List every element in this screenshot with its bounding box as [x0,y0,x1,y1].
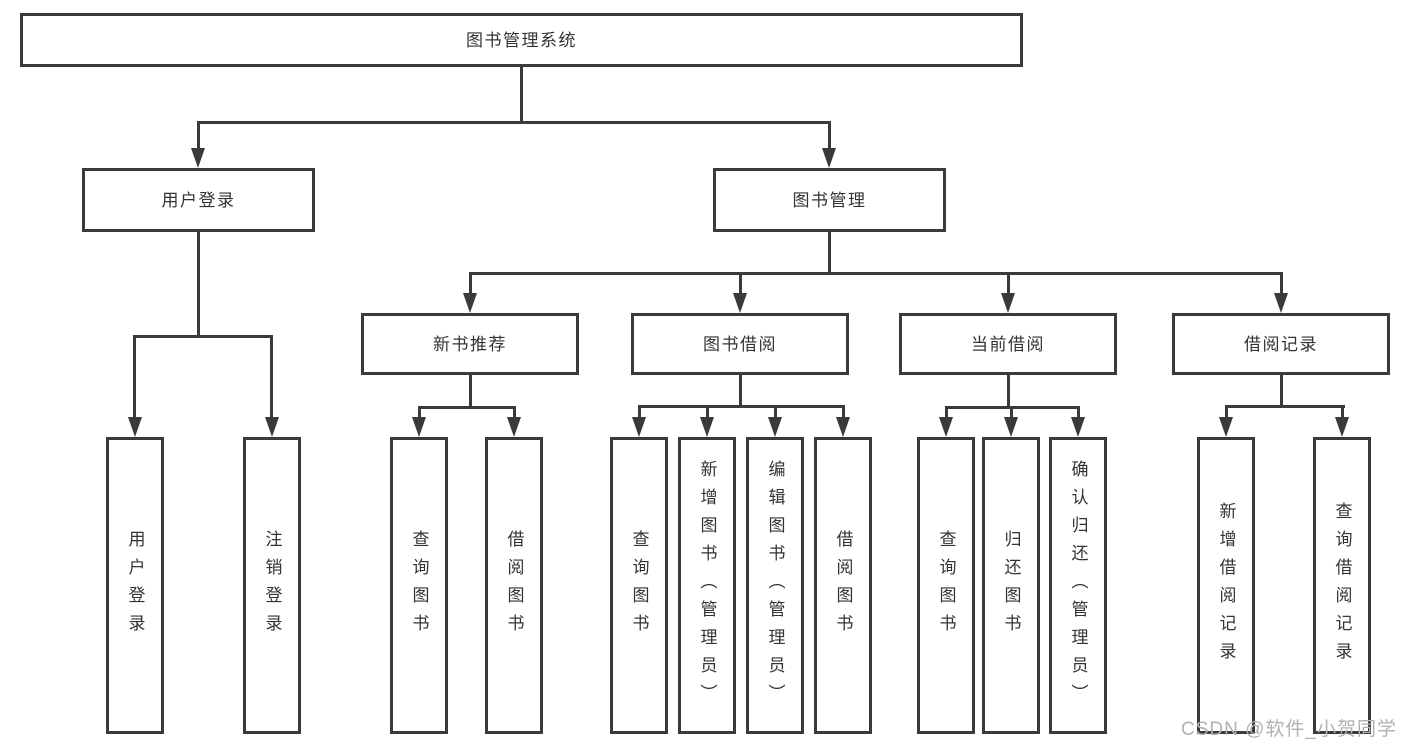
node-borrow-records: 借阅记录 [1172,313,1390,375]
node-label: 新书推荐 [433,334,507,354]
arrowhead-down-icon [1001,293,1015,313]
arrowhead-down-icon [768,417,782,437]
node-book-management: 图书管理 [713,168,946,232]
connector-user-login-hline [133,335,273,338]
connector-records-stub [1279,375,1283,408]
leaf-recommend-query-books: 查询图书 [390,437,448,734]
node-book-borrowing: 图书借阅 [631,313,849,375]
connector-root-stub [519,67,523,121]
connector-stem [705,405,709,420]
watermark: CSDN @软件_小贺同学 [1181,719,1397,740]
leaf-borrowing-query-books: 查询图书 [610,437,668,734]
leaf-borrowing-edit-books-admin: 编辑图书（管理员） [746,437,804,734]
connector-stem [1009,406,1013,420]
leaf-current-return-books: 归还图书 [982,437,1040,734]
connector-records-hline [1224,405,1345,408]
arrowhead-down-icon [463,293,477,313]
arrowhead-down-icon [1274,293,1288,313]
arrowhead-down-icon [1004,417,1018,437]
node-label: 图书管理系统 [466,30,577,50]
node-label: 注销登录 [262,529,282,642]
connector-stem [1006,272,1010,296]
connector-root-hline [197,121,831,124]
connector-user-login-stub [196,232,200,338]
arrowhead-down-icon [507,417,521,437]
connector-stem [417,406,421,420]
node-label: 借阅记录 [1244,334,1318,354]
arrowhead-down-icon [1335,417,1349,437]
connector-stem [841,405,845,420]
leaf-user-login: 用户登录 [106,437,164,734]
node-label: 用户登录 [161,190,236,210]
connector-stem [827,121,831,152]
connector-stem [196,121,200,152]
node-label: 新增借阅记录 [1216,501,1236,670]
arrowhead-down-icon [127,417,142,437]
node-label: 图书借阅 [703,334,777,354]
arrowhead-down-icon [412,417,426,437]
connector-recommend-hline [417,406,516,409]
arrowhead-down-icon [1071,417,1085,437]
arrowhead-down-icon [264,417,279,437]
connector-stem [1076,406,1080,420]
connector-stem [637,405,641,420]
connector-borrowing-hline [637,405,845,408]
arrowhead-down-icon [822,148,836,168]
node-new-book-recommend: 新书推荐 [361,313,579,375]
arrowhead-down-icon [632,417,646,437]
node-label: 当前借阅 [971,334,1045,354]
leaf-recommend-borrow-books: 借阅图书 [485,437,543,734]
connector-stem [1340,405,1344,420]
connector-stem [133,335,136,420]
node-label: 借阅图书 [504,529,524,642]
leaf-current-query-books: 查询图书 [917,437,975,734]
connector-stem [738,272,742,296]
connector-stem [512,406,516,420]
node-label: 查询图书 [409,529,429,642]
node-user-login: 用户登录 [82,168,315,232]
leaf-logout: 注销登录 [243,437,301,734]
connector-stem [468,272,472,296]
leaf-current-confirm-return-admin: 确认归还（管理员） [1049,437,1107,734]
node-library-system: 图书管理系统 [20,13,1023,67]
arrowhead-down-icon [939,417,953,437]
node-label: 借阅图书 [833,529,853,642]
node-label: 图书管理 [792,190,867,210]
node-label: 归还图书 [1001,529,1021,642]
leaf-borrowing-borrow-books: 借阅图书 [814,437,872,734]
connector-book-mgmt-hline [468,272,1283,275]
node-label: 查询图书 [936,529,956,642]
leaf-borrowing-add-books-admin: 新增图书（管理员） [678,437,736,734]
connector-stem [1279,272,1283,296]
leaf-records-add-record: 新增借阅记录 [1197,437,1255,734]
node-label: 查询借阅记录 [1332,501,1352,670]
connector-stem [773,405,777,420]
node-current-borrowing: 当前借阅 [899,313,1117,375]
connector-stem [1224,405,1228,420]
connector-stem [270,335,273,420]
arrowhead-down-icon [700,417,714,437]
connector-recommend-stub [468,375,472,409]
connector-book-mgmt-stub [827,232,831,275]
node-label: 确认归还（管理员） [1068,459,1088,712]
connector-borrowing-stub [738,375,742,408]
leaf-records-query-record: 查询借阅记录 [1313,437,1371,734]
connector-stem [944,406,948,420]
arrowhead-down-icon [836,417,850,437]
connector-current-stub [1006,375,1010,409]
node-label: 新增图书（管理员） [697,459,717,712]
arrowhead-down-icon [191,148,205,168]
node-label: 编辑图书（管理员） [765,459,785,712]
arrowhead-down-icon [733,293,747,313]
node-label: 用户登录 [125,529,145,642]
arrowhead-down-icon [1219,417,1233,437]
node-label: 查询图书 [629,529,649,642]
